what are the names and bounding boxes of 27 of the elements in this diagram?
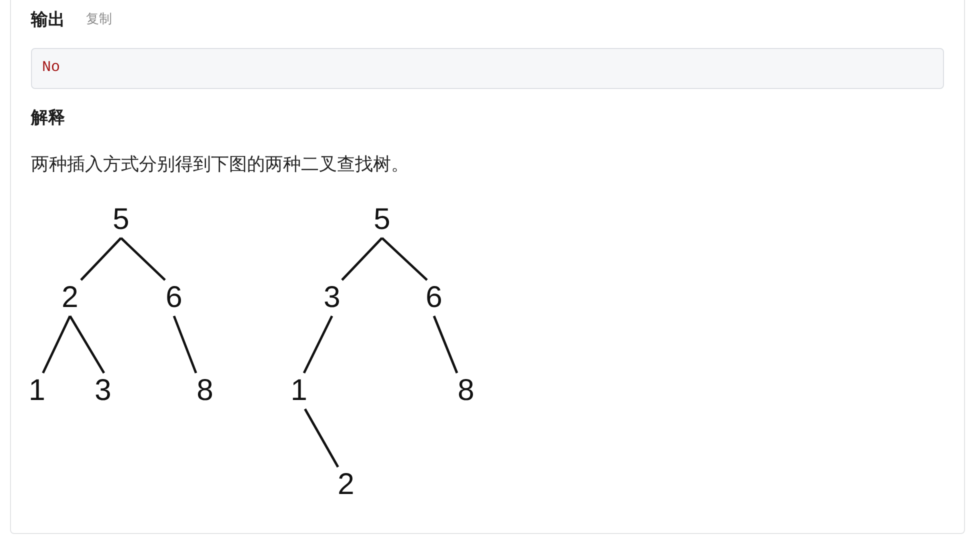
node-number: 2 — [60, 280, 80, 316]
branch-line — [172, 316, 198, 374]
node-number: 3 — [94, 373, 112, 409]
description-text: 两种插入方式分别得到下图的两种二叉查找树。 — [31, 153, 409, 177]
node-number: 5 — [372, 202, 392, 238]
node-number: 8 — [196, 373, 214, 409]
node-number: 2 — [336, 467, 356, 503]
node-number: 8 — [456, 373, 476, 409]
branch-line — [120, 237, 166, 281]
branch-line — [80, 237, 122, 281]
branch-line — [68, 315, 106, 374]
node-number: 5 — [112, 202, 130, 238]
branch-line — [302, 315, 334, 374]
node-number: 1 — [28, 373, 46, 409]
output-text: No — [42, 58, 60, 78]
copy-button: 复制 — [86, 11, 112, 29]
branch-line — [432, 316, 458, 374]
node-number: 3 — [322, 280, 342, 316]
node-number: 6 — [424, 280, 444, 316]
branch-line — [304, 408, 340, 468]
branch-line — [42, 315, 72, 374]
branch-line — [341, 237, 383, 281]
branch-line — [381, 237, 428, 281]
section-heading: 解释 — [31, 107, 65, 129]
node-number: 6 — [164, 280, 184, 316]
section-heading: 输出 — [31, 9, 65, 31]
node-number: 1 — [290, 373, 308, 409]
